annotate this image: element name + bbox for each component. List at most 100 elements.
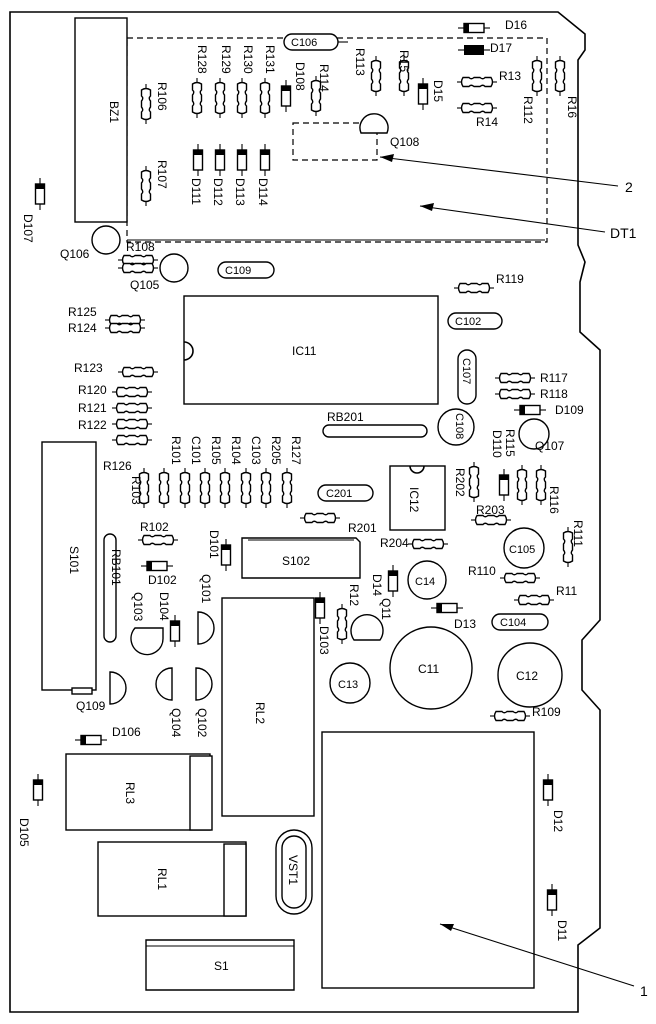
label-r121: R121 <box>78 401 107 415</box>
label-r201: R201 <box>348 521 377 535</box>
label-r107: R107 <box>155 160 169 189</box>
label-r113: R113 <box>353 48 367 76</box>
transistor-q101 <box>197 611 215 645</box>
label-c107: C107 <box>460 358 472 384</box>
label-r118: R118 <box>540 387 568 401</box>
label-q107: Q107 <box>535 439 565 453</box>
label-r203: R203 <box>476 503 505 517</box>
switch-s101 <box>41 441 97 691</box>
label-r106: R106 <box>155 82 169 111</box>
label-r108: R108 <box>126 240 155 254</box>
label-c102: C102 <box>455 316 481 328</box>
label-r129: R129 <box>219 45 233 74</box>
label-c12: C12 <box>516 669 538 683</box>
label-c103: C103 <box>249 436 263 465</box>
label-r123: R123 <box>74 361 103 375</box>
label-c109: C109 <box>225 265 251 277</box>
label-c105: C105 <box>509 544 535 556</box>
transistor-q104 <box>155 667 173 701</box>
capacitor-c108 <box>437 408 475 446</box>
capacitor-c12 <box>497 642 563 708</box>
label-q105: Q105 <box>130 278 160 292</box>
label-r109: R109 <box>532 705 561 719</box>
label-r119: R119 <box>496 272 524 286</box>
label-d114: D114 <box>256 178 270 206</box>
label-d112: D112 <box>211 178 225 206</box>
label-s101: S101 <box>67 546 81 574</box>
chip-ic12 <box>389 465 446 531</box>
label-r205: R205 <box>269 436 283 465</box>
q108-outline <box>292 122 378 161</box>
transistor-q107 <box>518 418 550 450</box>
label-rb101: RB101 <box>109 549 123 586</box>
label-bz1: BZ1 <box>107 101 121 123</box>
transistor-q105 <box>159 253 189 283</box>
capacitor-c11 <box>389 626 473 710</box>
label-r116: R116 <box>547 486 561 514</box>
label-q104: Q104 <box>169 708 183 738</box>
capacitor-c104 <box>491 613 549 631</box>
transistor-q103 <box>130 627 164 656</box>
label-r101: R101 <box>169 436 183 465</box>
label-r202: R202 <box>453 468 467 497</box>
capacitor-c102 <box>447 312 503 330</box>
label-ic11: IC11 <box>292 344 317 358</box>
label-q102: Q102 <box>195 708 209 738</box>
label-rl2: RL2 <box>253 702 267 724</box>
label-r111: R111 <box>571 520 585 547</box>
transformer-area <box>321 731 535 989</box>
label-r14: R14 <box>476 115 498 129</box>
label-d113: D113 <box>233 178 247 206</box>
label-d109: D109 <box>555 403 584 417</box>
transistor-q106 <box>91 225 121 255</box>
label-rl1: RL1 <box>155 868 169 890</box>
label-r125: R125 <box>68 305 97 319</box>
label-r11: R11 <box>556 584 577 598</box>
label-r16: R16 <box>565 96 579 118</box>
display-area-dt1 <box>126 37 548 243</box>
label-rb201: RB201 <box>327 410 364 424</box>
label-r117: R117 <box>540 371 568 385</box>
label-c106: C106 <box>291 37 317 49</box>
label-r204: R204 <box>380 536 409 550</box>
label-r15: R15 <box>397 50 411 72</box>
relay-rl2 <box>221 597 315 817</box>
capacitor-c109 <box>217 261 275 279</box>
label-c104: C104 <box>500 617 526 629</box>
label-s102: S102 <box>282 554 310 568</box>
label-c108: C108 <box>453 413 465 439</box>
label-r105: R105 <box>209 436 223 465</box>
label-r13: R13 <box>499 69 521 83</box>
label-vst1: VST1 <box>286 855 300 885</box>
label-q109: Q109 <box>76 699 106 713</box>
buzzer-bz1 <box>74 17 128 223</box>
label-r114: R114 <box>317 64 331 92</box>
label-ic12: IC12 <box>407 487 421 513</box>
label-r102: R102 <box>140 520 169 534</box>
resistor-bank-rb101 <box>103 533 117 643</box>
resistor-bank-rb201 <box>322 424 428 438</box>
label-d14: D14 <box>370 574 384 596</box>
label-d15: D15 <box>431 80 445 102</box>
label-s1: S1 <box>214 959 229 973</box>
capacitor-c201 <box>317 484 374 502</box>
label-r126: R126 <box>103 459 132 473</box>
label-d106: D106 <box>112 725 141 739</box>
transistor-q102 <box>195 667 213 701</box>
label-d104: D104 <box>157 592 171 621</box>
label-r112: R112 <box>521 96 535 124</box>
label-d17: D17 <box>490 41 512 55</box>
label-c101: C101 <box>189 436 203 465</box>
relay-rl1 <box>97 841 247 917</box>
label-r127: R127 <box>289 436 303 465</box>
label-d13: D13 <box>454 617 476 631</box>
capacitor-c105 <box>503 527 545 569</box>
board-outline <box>9 11 601 1013</box>
capacitor-c107 <box>457 349 477 405</box>
label-d110: D110 <box>490 430 504 458</box>
label-r103: R103 <box>129 476 143 505</box>
label-c201: C201 <box>326 488 352 500</box>
label-d105: D105 <box>17 818 31 847</box>
label-rl3: RL3 <box>123 782 137 804</box>
